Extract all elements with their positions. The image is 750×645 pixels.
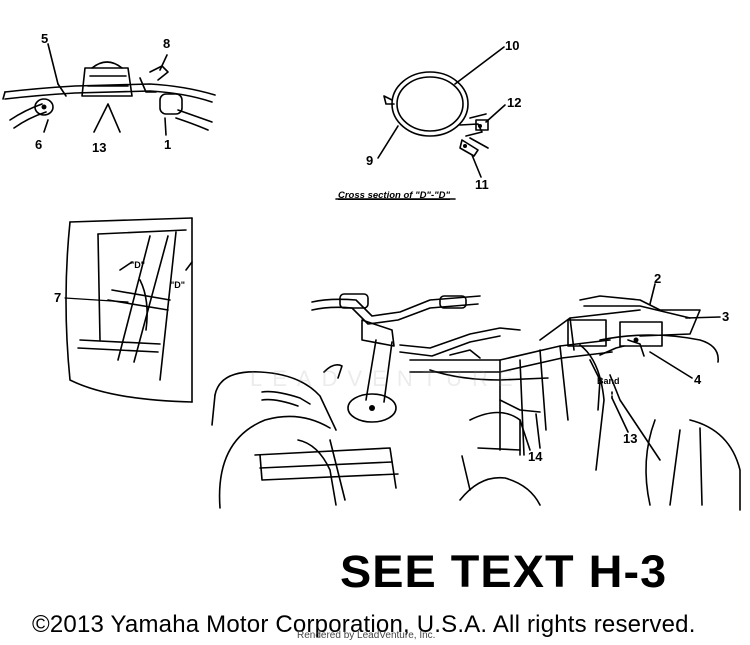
see-text-heading: SEE TEXT H-3 [340, 546, 668, 597]
callout-13-handlebar: 13 [92, 140, 107, 155]
callout-11: 11 [475, 177, 489, 192]
copyright-notice: ©2013 Yamaha Motor Corporation, U.S.A. A… [32, 611, 696, 638]
callout-6: 6 [35, 137, 43, 152]
callout-12: 12 [507, 95, 522, 110]
callout-5: 5 [41, 31, 49, 46]
frame-detail [65, 217, 193, 403]
section-mark-left: "D" [130, 260, 146, 270]
callout-4: 4 [694, 372, 702, 387]
callout-8: 8 [163, 36, 171, 51]
callout-14: 14 [528, 449, 543, 464]
callout-3: 3 [722, 309, 730, 324]
callout-9: 9 [366, 153, 374, 168]
callout-7: 7 [54, 290, 62, 305]
section-mark-right: "D" [170, 280, 186, 290]
callout-13-main: 13 [623, 431, 638, 446]
rendered-by-notice: Rendered by LeadVenture, Inc. [297, 630, 436, 641]
band-label: Band [597, 376, 620, 386]
callout-10: 10 [505, 38, 520, 53]
callout-2: 2 [654, 271, 662, 286]
clamp-cross-section [383, 71, 489, 157]
cross-section-caption: Cross section of "D"-"D" [338, 190, 450, 201]
callout-1: 1 [164, 137, 172, 152]
watermark-text: LEADVENTURE [250, 366, 523, 391]
atv-drawing [211, 293, 741, 511]
handlebar-detail [2, 61, 216, 133]
